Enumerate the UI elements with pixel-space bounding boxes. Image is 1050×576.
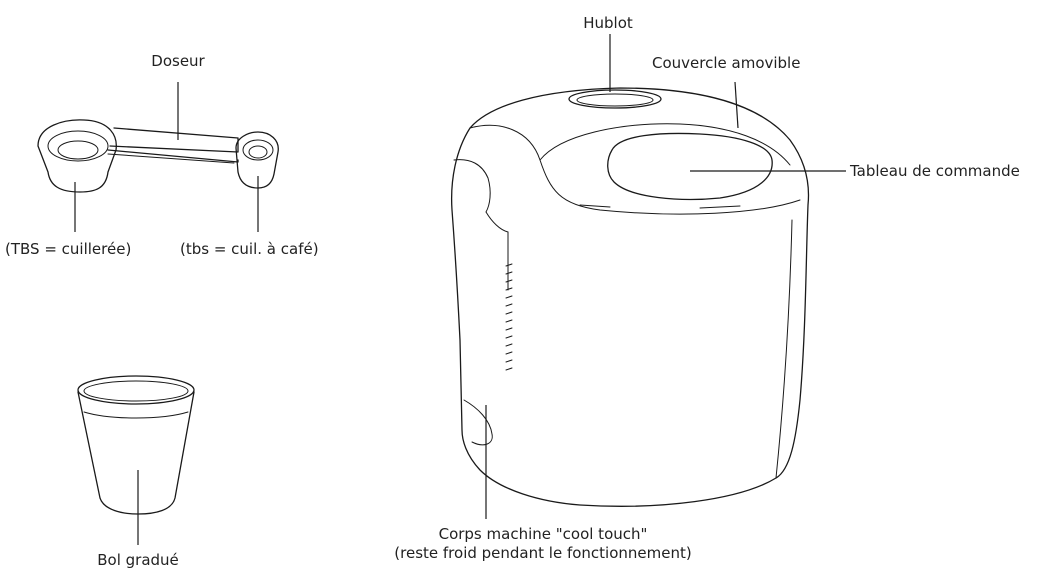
label-corps-line2: (reste froid pendant le fonctionnement) — [394, 544, 692, 562]
label-corps-line1: Corps machine "cool touch" — [438, 525, 648, 543]
label-hublot: Hublot — [583, 14, 633, 32]
label-tbs: (TBS = cuillerée) — [5, 240, 132, 258]
label-couvercle: Couvercle amovible — [652, 54, 801, 72]
couvercle-leader — [734, 81, 739, 129]
measuring-scoop — [37, 119, 279, 193]
label-bol: Bol gradué — [97, 551, 179, 569]
label-tsp: (tbs = cuil. à café) — [180, 240, 319, 258]
label-doseur: Doseur — [151, 52, 205, 70]
vent-slots — [505, 263, 513, 371]
measuring-cup — [77, 375, 195, 515]
label-tableau: Tableau de commande — [850, 162, 1020, 180]
bread-machine — [450, 87, 810, 507]
